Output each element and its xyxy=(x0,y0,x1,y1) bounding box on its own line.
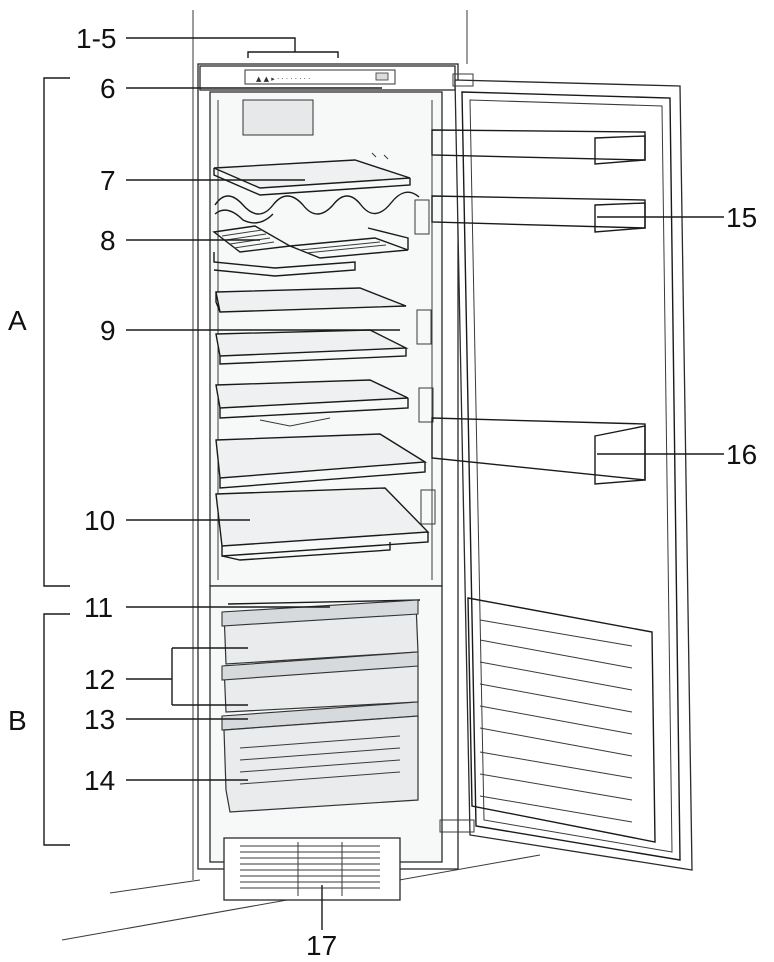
door-bottle-rack xyxy=(431,417,646,485)
door-rack-top xyxy=(431,129,646,165)
door-rack xyxy=(431,195,646,233)
label-17: 17 xyxy=(306,930,337,961)
zone-brackets xyxy=(43,77,70,846)
leader-lines xyxy=(126,37,724,930)
wine-rack xyxy=(213,152,420,224)
drawers xyxy=(221,599,419,813)
fridge-door xyxy=(431,73,693,871)
label-10: 10 xyxy=(84,505,115,536)
label-7: 7 xyxy=(100,165,116,196)
glass-shelves xyxy=(215,199,436,561)
zone-label-a: A xyxy=(8,305,27,336)
control-display xyxy=(375,72,389,81)
callout-labels: 1-5 6 7 8 9 10 11 12 13 14 15 16 17 A B xyxy=(8,23,757,961)
label-14: 14 xyxy=(84,765,115,796)
niche-walls xyxy=(192,10,468,880)
drawer xyxy=(221,701,419,813)
label-11: 11 xyxy=(84,592,113,623)
divider-light xyxy=(227,599,421,605)
door-panel xyxy=(467,597,656,843)
label-13: 13 xyxy=(84,704,115,735)
interior-light xyxy=(242,99,314,136)
glass-shelf xyxy=(215,487,430,561)
label-15: 15 xyxy=(726,202,757,233)
label-8: 8 xyxy=(100,225,116,256)
glass-shelf xyxy=(215,329,409,365)
zone-label-b: B xyxy=(8,705,27,736)
glass-shelf xyxy=(215,379,409,427)
svg-text:▲ ▲ ▸ · · · · · · · ·: ▲ ▲ ▸ · · · · · · · · xyxy=(256,75,310,83)
glass-shelf xyxy=(215,287,407,313)
grill-shelf xyxy=(212,225,409,277)
label-9: 9 xyxy=(100,315,116,346)
label-1-5: 1-5 xyxy=(76,23,116,54)
label-6: 6 xyxy=(100,73,116,104)
control-panel: ▲ ▲ ▸ · · · · · · · · xyxy=(244,69,396,85)
label-12: 12 xyxy=(84,664,115,695)
ventilation-grille xyxy=(223,837,401,901)
label-16: 16 xyxy=(726,439,757,470)
glass-shelf xyxy=(215,433,428,489)
